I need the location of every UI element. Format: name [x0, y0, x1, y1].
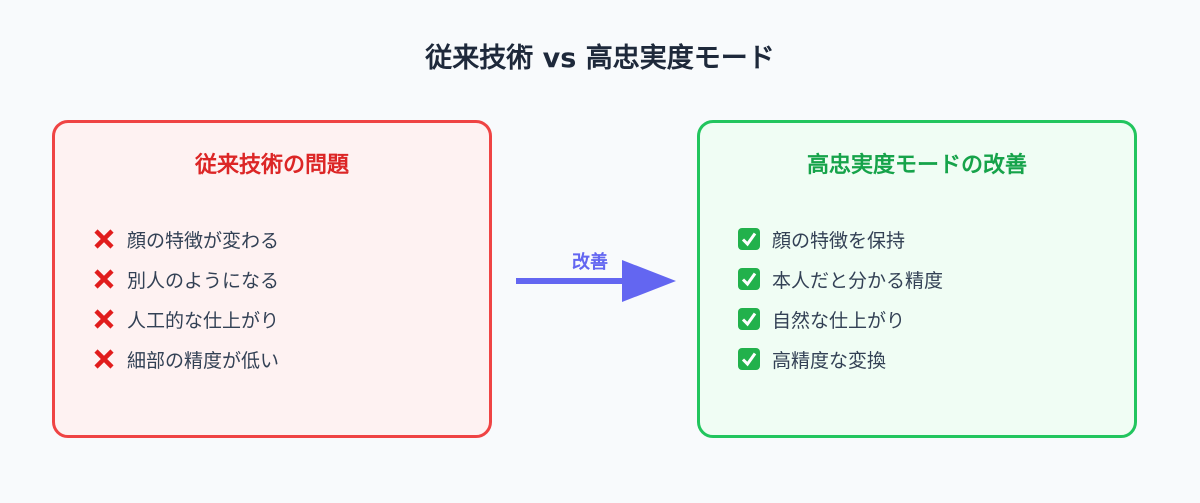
cross-mark-icon	[94, 229, 114, 249]
list-item: 顔の特徴を保持	[738, 219, 943, 259]
cross-mark-icon	[94, 269, 114, 289]
diagram-title: 従来技術 vs 高忠実度モード	[425, 43, 775, 74]
list-item-label: 本人だと分かる精度	[772, 269, 944, 292]
list-item: 自然な仕上がり	[738, 299, 943, 339]
list-item: 人工的な仕上がり	[93, 299, 279, 339]
list-item-label: 人工的な仕上がり	[127, 309, 280, 332]
arrow-head	[622, 260, 676, 302]
check-mark-icon	[738, 348, 760, 370]
check-mark-icon	[738, 228, 760, 250]
list-item-label: 顔の特徴を保持	[772, 229, 906, 252]
arrow-shaft	[516, 278, 628, 284]
arrow-icon	[516, 260, 676, 302]
cross-mark-icon	[94, 309, 114, 329]
arrow-label: 改善	[572, 252, 608, 273]
list-item-label: 別人のようになる	[127, 269, 280, 292]
list-item: 細部の精度が低い	[93, 339, 279, 379]
check-mark-icon	[738, 268, 760, 290]
list-item: 高精度な変換	[738, 339, 943, 379]
improvement-list: 顔の特徴を保持本人だと分かる精度自然な仕上がり高精度な変換	[738, 219, 943, 379]
list-item: 顔の特徴が変わる	[93, 219, 279, 259]
list-item: 別人のようになる	[93, 259, 279, 299]
list-item-label: 細部の精度が低い	[127, 349, 280, 372]
cross-mark-icon	[94, 349, 114, 369]
problem-list: 顔の特徴が変わる別人のようになる人工的な仕上がり細部の精度が低い	[93, 219, 279, 379]
list-item-label: 自然な仕上がり	[772, 309, 906, 332]
traditional-problems-box: 従来技術の問題 顔の特徴が変わる別人のようになる人工的な仕上がり細部の精度が低い	[52, 120, 492, 438]
list-item: 本人だと分かる精度	[738, 259, 943, 299]
check-mark-icon	[738, 308, 760, 330]
box-title: 従来技術の問題	[194, 153, 349, 178]
high-fidelity-improvements-box: 高忠実度モードの改善 顔の特徴を保持本人だと分かる精度自然な仕上がり高精度な変換	[697, 120, 1137, 438]
list-item-label: 高精度な変換	[772, 349, 887, 372]
list-item-label: 顔の特徴が変わる	[127, 229, 280, 252]
box-title: 高忠実度モードの改善	[806, 153, 1027, 178]
